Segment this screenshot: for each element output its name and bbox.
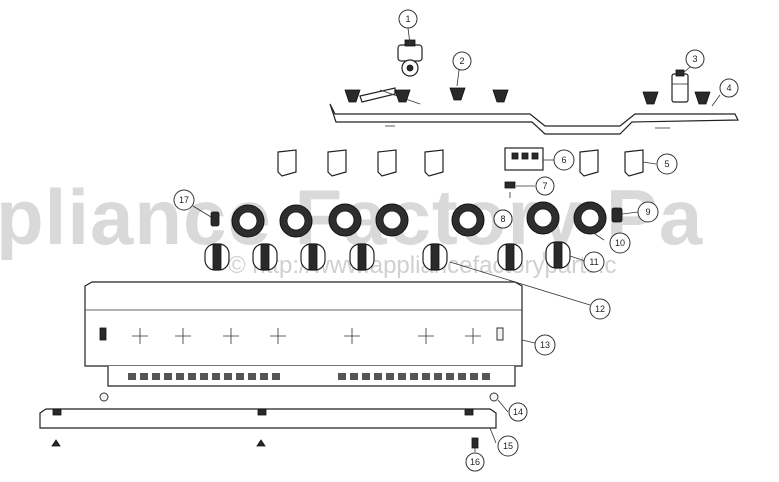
- part-6-switch-block: [504, 147, 544, 171]
- callout-5: 5: [656, 153, 678, 175]
- callout-4: 4: [719, 78, 739, 98]
- callout-3: 3: [685, 49, 705, 69]
- callout-17: 17: [173, 189, 195, 211]
- part-10-bezels: [231, 201, 607, 238]
- svg-text:6: 6: [561, 155, 566, 165]
- part-13-control-panel: [84, 281, 523, 387]
- part-1-regulator: [397, 39, 423, 77]
- svg-text:1: 1: [405, 14, 410, 24]
- svg-text:10: 10: [615, 238, 625, 248]
- svg-text:2: 2: [459, 56, 464, 66]
- callout-13: 13: [534, 334, 556, 356]
- svg-text:11: 11: [589, 257, 598, 267]
- svg-text:15: 15: [503, 441, 513, 451]
- svg-text:9: 9: [645, 207, 650, 217]
- svg-text:4: 4: [726, 83, 731, 93]
- svg-text:17: 17: [179, 195, 189, 205]
- part-14-screw: [489, 392, 499, 402]
- callout-11: 11: [583, 251, 605, 273]
- part-9-clip: [611, 207, 623, 223]
- svg-text:5: 5: [664, 159, 669, 169]
- callout-8: 8: [493, 209, 513, 229]
- callout-12: 12: [589, 298, 611, 320]
- part-14b-screw: [99, 392, 109, 402]
- part-15-rail: [39, 408, 497, 447]
- part-17-clip: [210, 211, 220, 227]
- svg-text:16: 16: [470, 457, 480, 467]
- part-2-valves: [344, 87, 711, 105]
- part-3-valve: [671, 69, 689, 103]
- callout-16: 16: [465, 452, 485, 472]
- part-4-manifold: [329, 87, 739, 135]
- part-5-brackets: [277, 149, 644, 177]
- svg-text:7: 7: [542, 181, 547, 191]
- callout-10: 10: [609, 232, 631, 254]
- svg-text:13: 13: [540, 340, 550, 350]
- svg-text:12: 12: [595, 304, 605, 314]
- part-11-knobs: [204, 241, 571, 271]
- callout-15: 15: [497, 435, 519, 457]
- svg-text:8: 8: [500, 214, 505, 224]
- callout-7: 7: [535, 176, 555, 196]
- callout-6: 6: [553, 149, 575, 171]
- callout-9: 9: [637, 201, 659, 223]
- callout-2: 2: [452, 51, 472, 71]
- svg-text:14: 14: [513, 407, 523, 417]
- callout-14: 14: [508, 402, 528, 422]
- svg-text:3: 3: [692, 54, 697, 64]
- callout-1: 1: [398, 9, 418, 29]
- leader-lines: [192, 27, 721, 452]
- part-7-connector: [504, 181, 516, 198]
- part-16-screw: [471, 437, 479, 449]
